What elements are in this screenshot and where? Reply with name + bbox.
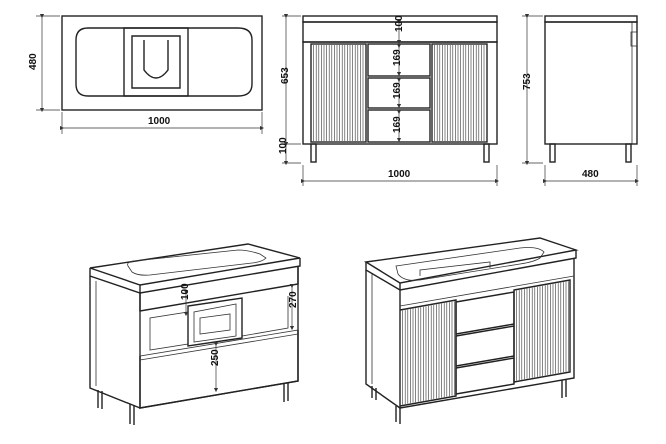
- open-body-side: [89, 276, 141, 409]
- perspective-open-view: 100 270 250: [89, 243, 301, 425]
- right-fluted-door: [431, 43, 488, 143]
- right-door-flutes: [434, 45, 485, 141]
- front-width-label: 1000: [388, 169, 411, 180]
- front-leg-left: [310, 143, 317, 163]
- open-countertop-top: [89, 243, 301, 286]
- top-depth-label: 480: [28, 53, 39, 70]
- closed-drawer-2: [455, 325, 515, 367]
- closed-left-door-flutes: [402, 301, 455, 405]
- open-body-front: [139, 266, 299, 409]
- closed-right-door: [513, 279, 571, 383]
- open-bottom-drawer: [139, 330, 299, 409]
- front-view: 100 169 169 169 653 100 1000: [278, 13, 500, 186]
- top-width-label: 1000: [148, 116, 171, 127]
- front-leg-label: 100: [278, 137, 289, 154]
- side-body: [544, 21, 638, 145]
- open-top-panel: [139, 266, 299, 312]
- side-height-label: 753: [522, 73, 533, 90]
- front-leg-right: [483, 143, 490, 163]
- top-view-outline: [61, 15, 263, 111]
- drawer-3-label: 169: [392, 116, 403, 133]
- siphon-curve: [143, 40, 169, 79]
- closed-drawer-1: [455, 291, 515, 335]
- drawer-1-label: 169: [392, 49, 403, 66]
- basin-outline: [75, 27, 253, 97]
- side-countertop: [544, 15, 638, 23]
- top-view: 1000 480: [28, 13, 265, 134]
- side-depth-label: 480: [582, 169, 599, 180]
- closed-countertop-top: [363, 237, 579, 284]
- left-door-flutes: [313, 45, 364, 141]
- closed-body-side: [365, 270, 401, 409]
- closed-body-front: [399, 258, 575, 409]
- open-siphon-box: [187, 297, 243, 347]
- side-leg-right: [625, 143, 632, 163]
- side-view: 753 480: [522, 13, 640, 186]
- siphon-cutout: [123, 27, 189, 97]
- closed-drawer-3: [455, 357, 515, 395]
- left-fluted-door: [310, 43, 367, 143]
- open-drawer-label: 250: [210, 349, 221, 366]
- open-basin: [127, 249, 267, 276]
- closed-left-door: [399, 299, 457, 407]
- front-height-label: 653: [280, 67, 291, 84]
- open-niche-label: 270: [288, 291, 299, 308]
- side-leg-left: [549, 143, 556, 163]
- closed-basin: [395, 247, 545, 281]
- open-top-panel-label: 100: [180, 283, 191, 300]
- drawer-2-label: 169: [392, 82, 403, 99]
- closed-right-door-flutes: [516, 281, 569, 381]
- front-top-drawer-label: 100: [394, 15, 405, 32]
- perspective-closed-view: [363, 237, 579, 424]
